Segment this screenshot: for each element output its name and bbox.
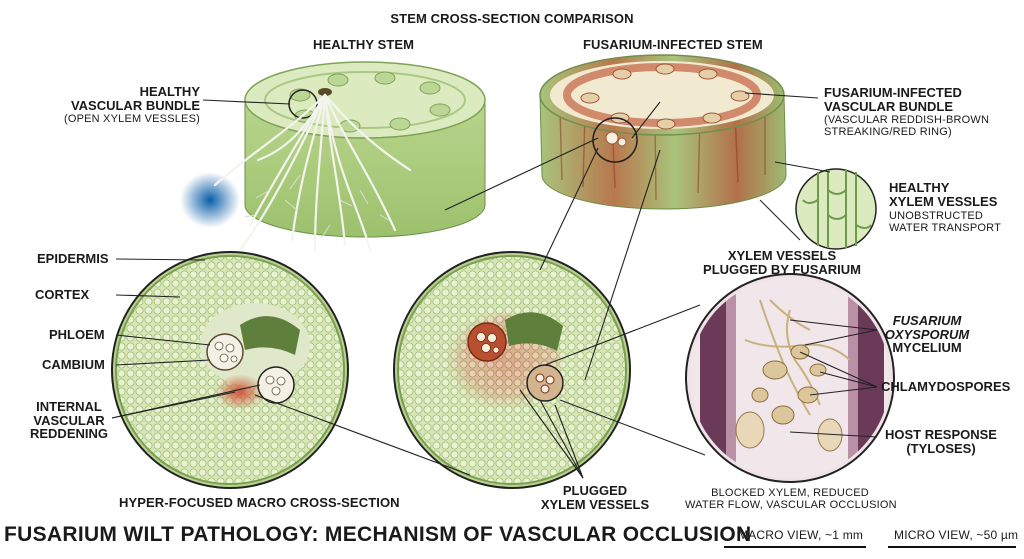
label-plugged-by-fusarium-line2: PLUGGED BY FUSARIUM	[703, 261, 861, 277]
label-infected-bundle-sub2: STREAKING/RED RING)	[824, 125, 952, 138]
infected-stem-title: FUSARIUM-INFECTED STEM	[583, 37, 763, 52]
label-healthy-xylem: HEALTHY XYLEM VESSLES UNOBSTRUCTED WATER…	[889, 181, 1001, 234]
micro-scale-label: MICRO VIEW, ~50 µm	[894, 528, 1019, 542]
label-infected-bundle-line1: FUSARIUM-INFECTED	[824, 85, 962, 100]
label-reddening: INTERNAL VASCULAR REDDENING	[22, 400, 116, 441]
label-infected-bundle-line2: VASCULAR BUNDLE	[824, 98, 954, 114]
label-epidermis: EPIDERMIS	[37, 251, 109, 266]
label-healthy-xylem-sub1: UNOBSTRUCTED	[889, 210, 984, 223]
label-reddening-line2: VASCULAR	[33, 412, 105, 428]
label-healthy-xylem-sub2: WATER TRANSPORT	[889, 221, 1001, 234]
label-host-response-line1: HOST RESPONSE	[885, 427, 997, 442]
label-macro-section: HYPER-FOCUSED MACRO CROSS-SECTION	[119, 495, 400, 510]
label-cortex: CORTEX	[35, 287, 90, 302]
label-plugged-by-fusarium: XYLEM VESSELS PLUGGED BY FUSARIUM	[698, 249, 866, 276]
label-reddening-line3: REDDENING	[29, 426, 108, 442]
leader-lines	[111, 92, 878, 479]
label-mycelium-line2: OXYSPORUM	[884, 326, 970, 342]
label-mycelium-line1: FUSARIUM	[892, 313, 962, 328]
micro-vessel-view	[685, 273, 895, 483]
macro-scale-label: MACRO VIEW, ~1 mm	[738, 528, 864, 542]
label-healthy-bundle-line2: VASCULAR BUNDLE	[70, 97, 200, 113]
label-infected-bundle: FUSARIUM-INFECTED VASCULAR BUNDLE (VASCU…	[824, 86, 989, 138]
label-blocked-xylem-line2: WATER FLOW, VASCULAR OCCLUSION	[685, 498, 897, 511]
macro-infected-section	[393, 251, 631, 489]
label-blocked-xylem: BLOCKED XYLEM, REDUCED WATER FLOW, VASCU…	[685, 487, 897, 511]
label-plugged-xylem-line2: XYLEM VESSELS	[540, 496, 650, 512]
label-healthy-bundle-line1: HEALTHY	[139, 84, 200, 99]
label-cambium: CAMBIUM	[42, 357, 105, 372]
label-blocked-xylem-line1: BLOCKED XYLEM, REDUCED	[711, 487, 869, 499]
healthy-stem-title: HEALTHY STEM	[313, 37, 415, 52]
label-plugged-xylem-line1: PLUGGED	[562, 483, 628, 498]
label-phloem: PHLOEM	[49, 327, 105, 342]
label-host-response: HOST RESPONSE (TYLOSES)	[883, 428, 999, 455]
label-reddening-line1: INTERNAL	[36, 399, 102, 414]
footer-title: FUSARIUM WILT PATHOLOGY: MECHANISM OF VA…	[4, 523, 752, 546]
healthy-xylem-inset	[795, 168, 877, 250]
label-healthy-bundle: HEALTHY VASCULAR BUNDLE (OPEN XYLEM VESS…	[60, 85, 200, 126]
label-chlamydospores: CHLAMYDOSPORES	[881, 379, 1011, 394]
page-title: STEM CROSS-SECTION COMPARISON	[390, 11, 634, 26]
healthy-stem-slice	[180, 61, 486, 252]
label-mycelium: FUSARIUM OXYSPORUM MYCELIUM	[882, 314, 972, 355]
label-mycelium-line3: MYCELIUM	[892, 340, 962, 356]
label-plugged-xylem: PLUGGED XYLEM VESSELS	[540, 484, 650, 511]
label-healthy-bundle-sub: (OPEN XYLEM VESSLES)	[63, 113, 200, 126]
macro-healthy-section	[111, 251, 349, 489]
label-healthy-xylem-line1: HEALTHY	[889, 180, 950, 195]
label-plugged-by-fusarium-line1: XYLEM VESSELS	[727, 248, 837, 263]
label-healthy-xylem-line2: XYLEM VESSLES	[889, 193, 998, 209]
label-host-response-line2: (TYLOSES)	[906, 440, 976, 456]
label-infected-bundle-sub1: (VASCULAR REDDISH-BROWN	[824, 114, 990, 127]
infected-stem-slice	[539, 54, 787, 210]
